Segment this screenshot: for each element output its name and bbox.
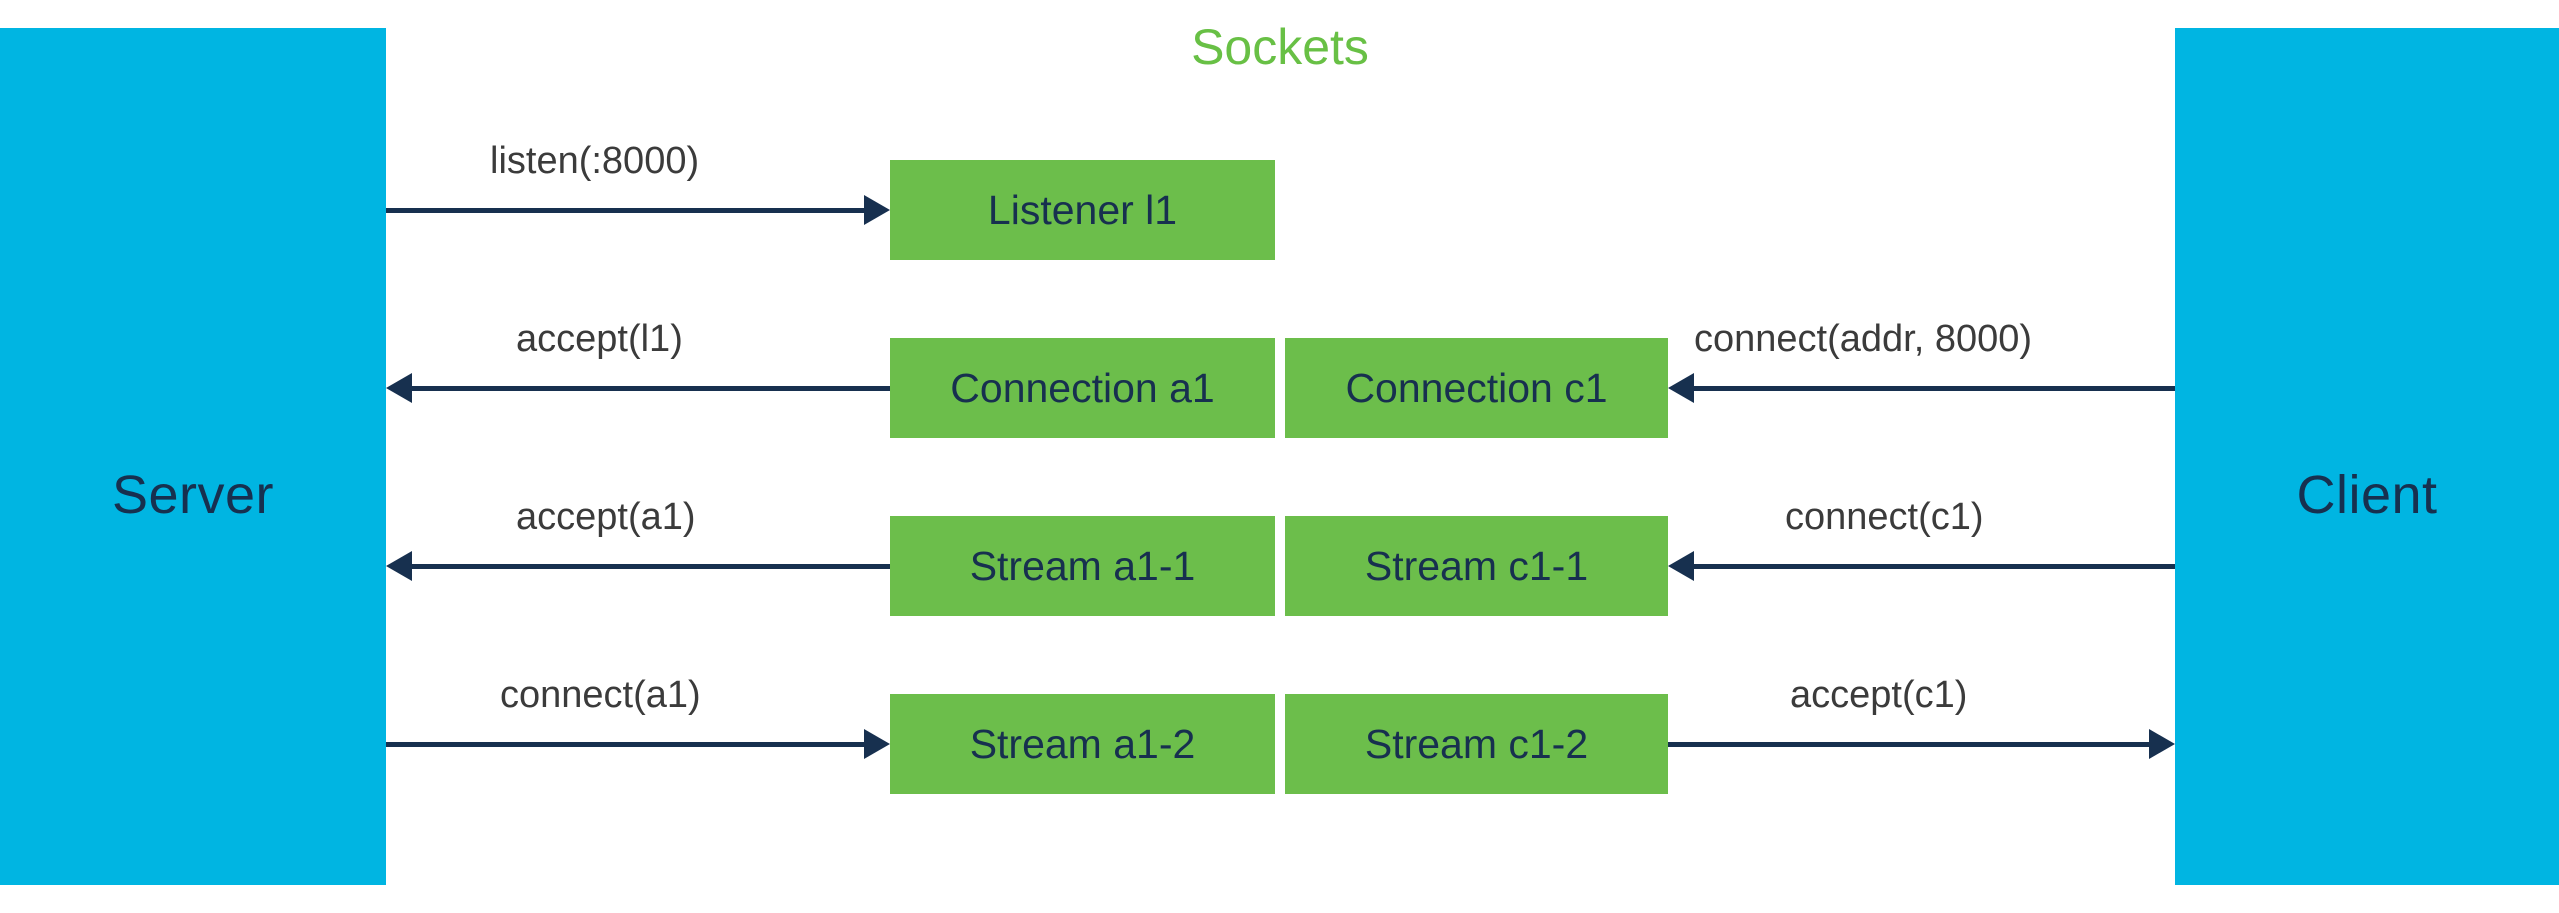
arrow-label-accept-a1: accept(a1) [516,496,696,538]
client-panel: Client [2175,28,2559,885]
arrow-label-connect-c1: connect(c1) [1785,496,1984,538]
arrow-head-connect-c1 [1668,551,1694,581]
socket-box-connection-a1: Connection a1 [890,338,1275,438]
arrow-line-accept-a1 [412,564,890,569]
socket-box-stream-c1-1: Stream c1-1 [1285,516,1668,616]
arrow-label-connect-addr: connect(addr, 8000) [1694,318,2033,360]
socket-box-label: Connection a1 [950,364,1215,411]
arrow-head-connect-addr [1668,373,1694,403]
socket-box-stream-c1-2: Stream c1-2 [1285,694,1668,794]
socket-box-label: Stream a1-2 [969,720,1196,767]
arrow-line-connect-a1 [386,742,864,747]
socket-box-label: Stream a1-1 [969,542,1196,589]
arrow-label-accept-c1: accept(c1) [1790,674,1968,716]
arrow-label-accept-l1: accept(l1) [516,318,683,360]
arrow-label-connect-a1: connect(a1) [500,674,701,716]
arrow-head-connect-a1 [864,729,890,759]
socket-box-label: Stream c1-1 [1364,542,1589,589]
diagram-title: Sockets [1191,19,1369,75]
socket-box-listener-l1: Listener l1 [890,160,1275,260]
arrow-line-accept-l1 [412,386,890,391]
arrow-head-accept-l1 [386,373,412,403]
arrow-head-accept-c1 [2149,729,2175,759]
socket-box-connection-c1: Connection c1 [1285,338,1668,438]
client-label: Client [2296,465,2438,525]
socket-box-label: Stream c1-2 [1364,720,1589,767]
arrow-label-listen: listen(:8000) [490,140,700,182]
socket-box-stream-a1-1: Stream a1-1 [890,516,1275,616]
socket-box-label: Connection c1 [1345,364,1608,411]
socket-box-stream-a1-2: Stream a1-2 [890,694,1275,794]
arrow-line-connect-addr [1694,386,2175,391]
arrow-head-accept-a1 [386,551,412,581]
server-panel: Server [0,28,386,885]
arrow-head-listen [864,195,890,225]
arrow-line-accept-c1 [1668,742,2149,747]
server-label: Server [111,465,275,525]
socket-box-label: Listener l1 [987,186,1178,233]
arrow-line-connect-c1 [1694,564,2175,569]
arrow-line-listen [386,208,864,213]
